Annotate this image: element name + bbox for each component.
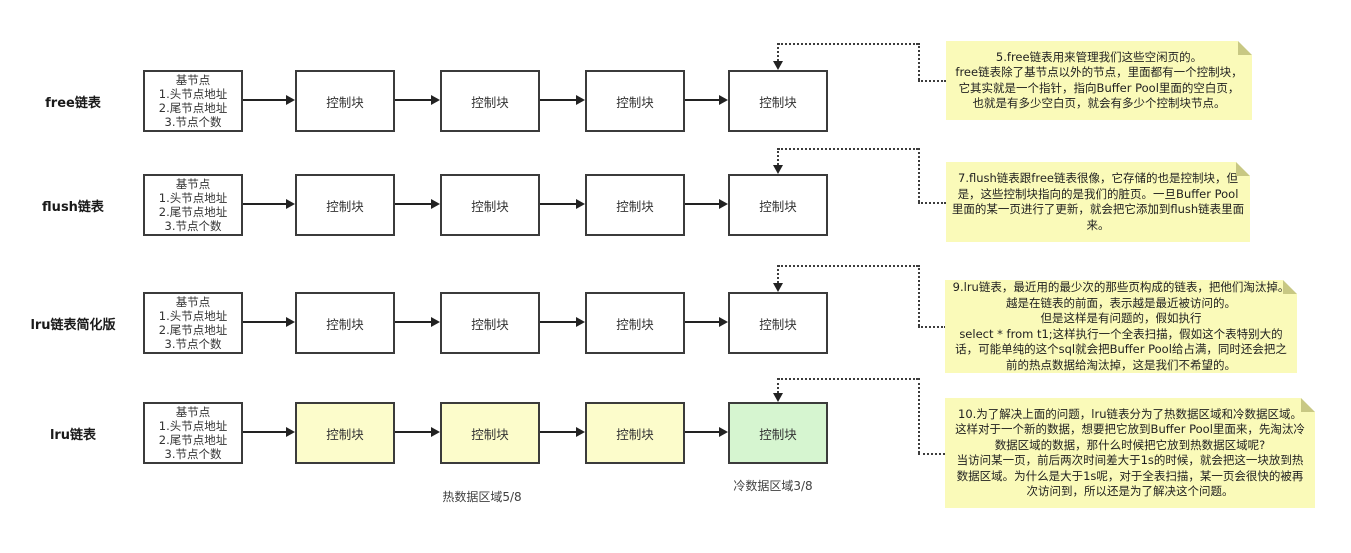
note-fold-corner-icon — [1236, 162, 1250, 176]
sticky-note: 7.flush链表跟free链表很像，它存储的也是控制块，但 是，这些控制块指向… — [946, 162, 1250, 242]
arrow-connector — [395, 427, 440, 437]
arrow-connector — [540, 317, 585, 327]
connector-arrowhead-icon — [773, 61, 783, 70]
label-lru-list-simplified: lru链表简化版 — [30, 318, 116, 333]
control-block-box: 控制块 — [585, 70, 685, 132]
connector-arrowhead-icon — [773, 393, 783, 402]
arrow-connector — [685, 95, 728, 105]
note-fold-corner-icon — [1283, 280, 1297, 294]
base-node-box: 基节点 1.头节点地址 2.尾节点地址 3.节点个数 — [143, 174, 243, 236]
arrow-connector — [540, 427, 585, 437]
note-connector-segment — [778, 43, 918, 45]
note-connector-segment — [777, 265, 779, 283]
control-block-box: 控制块 — [295, 70, 395, 132]
sticky-note: 5.free链表用来管理我们这些空闲页的。 free链表除了基节点以外的节点，里… — [946, 41, 1252, 120]
label-lru-list: lru链表 — [49, 428, 97, 443]
control-block-box: 控制块 — [585, 174, 685, 236]
base-node-box: 基节点 1.头节点地址 2.尾节点地址 3.节点个数 — [143, 402, 243, 464]
arrow-connector — [685, 427, 728, 437]
control-block-box: 控制块 — [295, 292, 395, 354]
control-block-box: 控制块 — [728, 174, 828, 236]
connector-arrowhead-icon — [773, 165, 783, 174]
note-connector-segment — [918, 326, 946, 328]
label-free-list: free链表 — [45, 96, 101, 111]
base-node-box: 基节点 1.头节点地址 2.尾节点地址 3.节点个数 — [143, 292, 243, 354]
note-connector-segment — [777, 43, 779, 61]
arrow-connector — [243, 199, 295, 209]
arrow-connector — [243, 95, 295, 105]
sticky-note: 10.为了解决上面的问题，lru链表分为了热数据区域和冷数据区域。 这样对于一个… — [945, 398, 1315, 508]
arrow-connector — [395, 95, 440, 105]
note-connector-segment — [778, 148, 918, 150]
note-fold-corner-icon — [1301, 398, 1315, 412]
arrow-connector — [540, 95, 585, 105]
note-connector-segment — [918, 148, 920, 202]
sticky-note: 9.lru链表，最近用的最少次的那些页构成的链表，把他们淘汰掉。 越是在链表的前… — [945, 280, 1297, 373]
control-block-box: 控制块 — [440, 174, 540, 236]
control-block-box-cold: 控制块 — [728, 402, 828, 464]
sticky-note-text: 9.lru链表，最近用的最少次的那些页构成的链表，把他们淘汰掉。 越是在链表的前… — [952, 280, 1290, 372]
control-block-box-hot: 控制块 — [440, 402, 540, 464]
note-connector-segment — [918, 453, 945, 455]
note-connector-segment — [777, 148, 779, 165]
note-connector-segment — [778, 265, 918, 267]
control-block-box-hot: 控制块 — [585, 402, 685, 464]
arrow-connector — [395, 199, 440, 209]
label-flush-list: flush链表 — [42, 200, 104, 215]
control-block-box: 控制块 — [440, 70, 540, 132]
note-connector-segment — [918, 265, 920, 326]
control-block-box: 控制块 — [295, 174, 395, 236]
connector-arrowhead-icon — [773, 283, 783, 292]
sticky-note-text: 5.free链表用来管理我们这些空闲页的。 free链表除了基节点以外的节点，里… — [955, 49, 1243, 111]
arrow-connector — [395, 317, 440, 327]
note-connector-segment — [777, 378, 779, 393]
control-block-box-hot: 控制块 — [295, 402, 395, 464]
control-block-box: 控制块 — [728, 292, 828, 354]
note-connector-segment — [918, 378, 920, 453]
note-connector-segment — [918, 43, 920, 80]
base-node-box: 基节点 1.头节点地址 2.尾节点地址 3.节点个数 — [143, 70, 243, 132]
arrow-connector — [243, 427, 295, 437]
control-block-box: 控制块 — [440, 292, 540, 354]
sticky-note-text: 7.flush链表跟free链表很像，它存储的也是控制块，但 是，这些控制块指向… — [951, 171, 1245, 232]
cold-region-label: 冷数据区域3/8 — [733, 479, 813, 493]
arrow-connector — [243, 317, 295, 327]
sticky-note-text: 10.为了解决上面的问题，lru链表分为了热数据区域和冷数据区域。 这样对于一个… — [955, 406, 1305, 499]
note-fold-corner-icon — [1238, 41, 1252, 55]
control-block-box: 控制块 — [728, 70, 828, 132]
arrow-connector — [685, 199, 728, 209]
note-connector-segment — [918, 80, 946, 82]
arrow-connector — [540, 199, 585, 209]
note-connector-segment — [778, 378, 918, 380]
arrow-connector — [685, 317, 728, 327]
note-connector-segment — [918, 202, 946, 204]
control-block-box: 控制块 — [585, 292, 685, 354]
hot-region-label: 热数据区域5/8 — [442, 490, 522, 504]
